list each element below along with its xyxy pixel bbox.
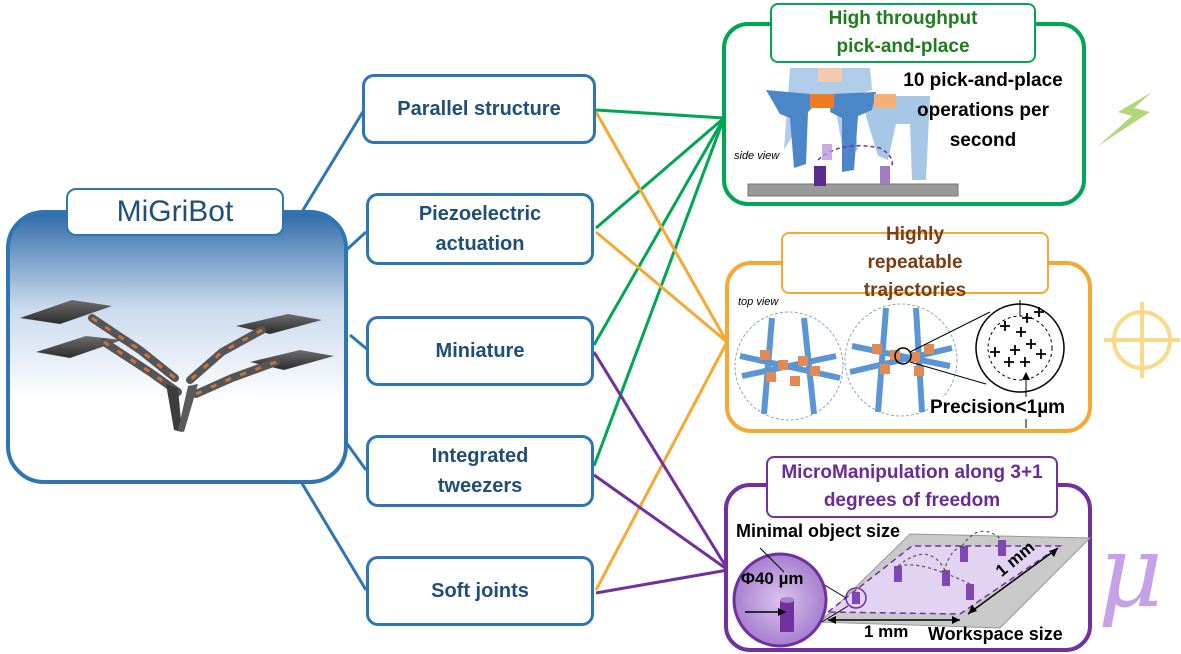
- migribot-panel: [6, 210, 348, 484]
- top-view-illustration: [734, 300, 1065, 428]
- min-object-value: Φ40 µm: [741, 569, 804, 588]
- feature-integrated-tweezers: Integrated tweezers: [366, 435, 594, 507]
- feature-miniature: Miniature: [366, 316, 594, 386]
- purple-connectors: [592, 351, 730, 595]
- lightning-icon: [1098, 92, 1152, 146]
- manipulation-title: MicroManipulation along 3+1 degrees of f…: [766, 456, 1058, 518]
- orange-connectors: [594, 111, 729, 591]
- migribot-title: MiGriBot: [66, 188, 284, 236]
- throughput-stat: 10 pick-and-place operations per second: [903, 70, 1063, 151]
- feature-soft-joints: Soft joints: [366, 556, 594, 626]
- workspace-size-label: Workspace size: [928, 624, 1063, 644]
- feature-piezoelectric-actuation: Piezoelectric actuation: [366, 193, 594, 265]
- min-object-label: Minimal object size: [736, 521, 901, 542]
- robot-illustration: [20, 300, 334, 432]
- precision-label: Precision<1µm: [928, 397, 1068, 419]
- side-view-label: side view: [734, 150, 780, 162]
- micro-symbol-icon: μ: [1098, 513, 1163, 630]
- workspace-illustration: [732, 530, 1092, 648]
- throughput-title: High throughput pick-and-place: [770, 3, 1036, 63]
- top-view-label: top view: [738, 296, 779, 308]
- repeatability-title: Highly repeatable trajectories: [781, 224, 1049, 301]
- crosshair-icon: [1104, 302, 1180, 378]
- feature-parallel-structure: Parallel structure: [362, 74, 596, 144]
- green-connectors: [592, 108, 726, 467]
- side-view-illustration: [747, 68, 959, 197]
- workspace-dim-x: 1 mm: [864, 622, 909, 641]
